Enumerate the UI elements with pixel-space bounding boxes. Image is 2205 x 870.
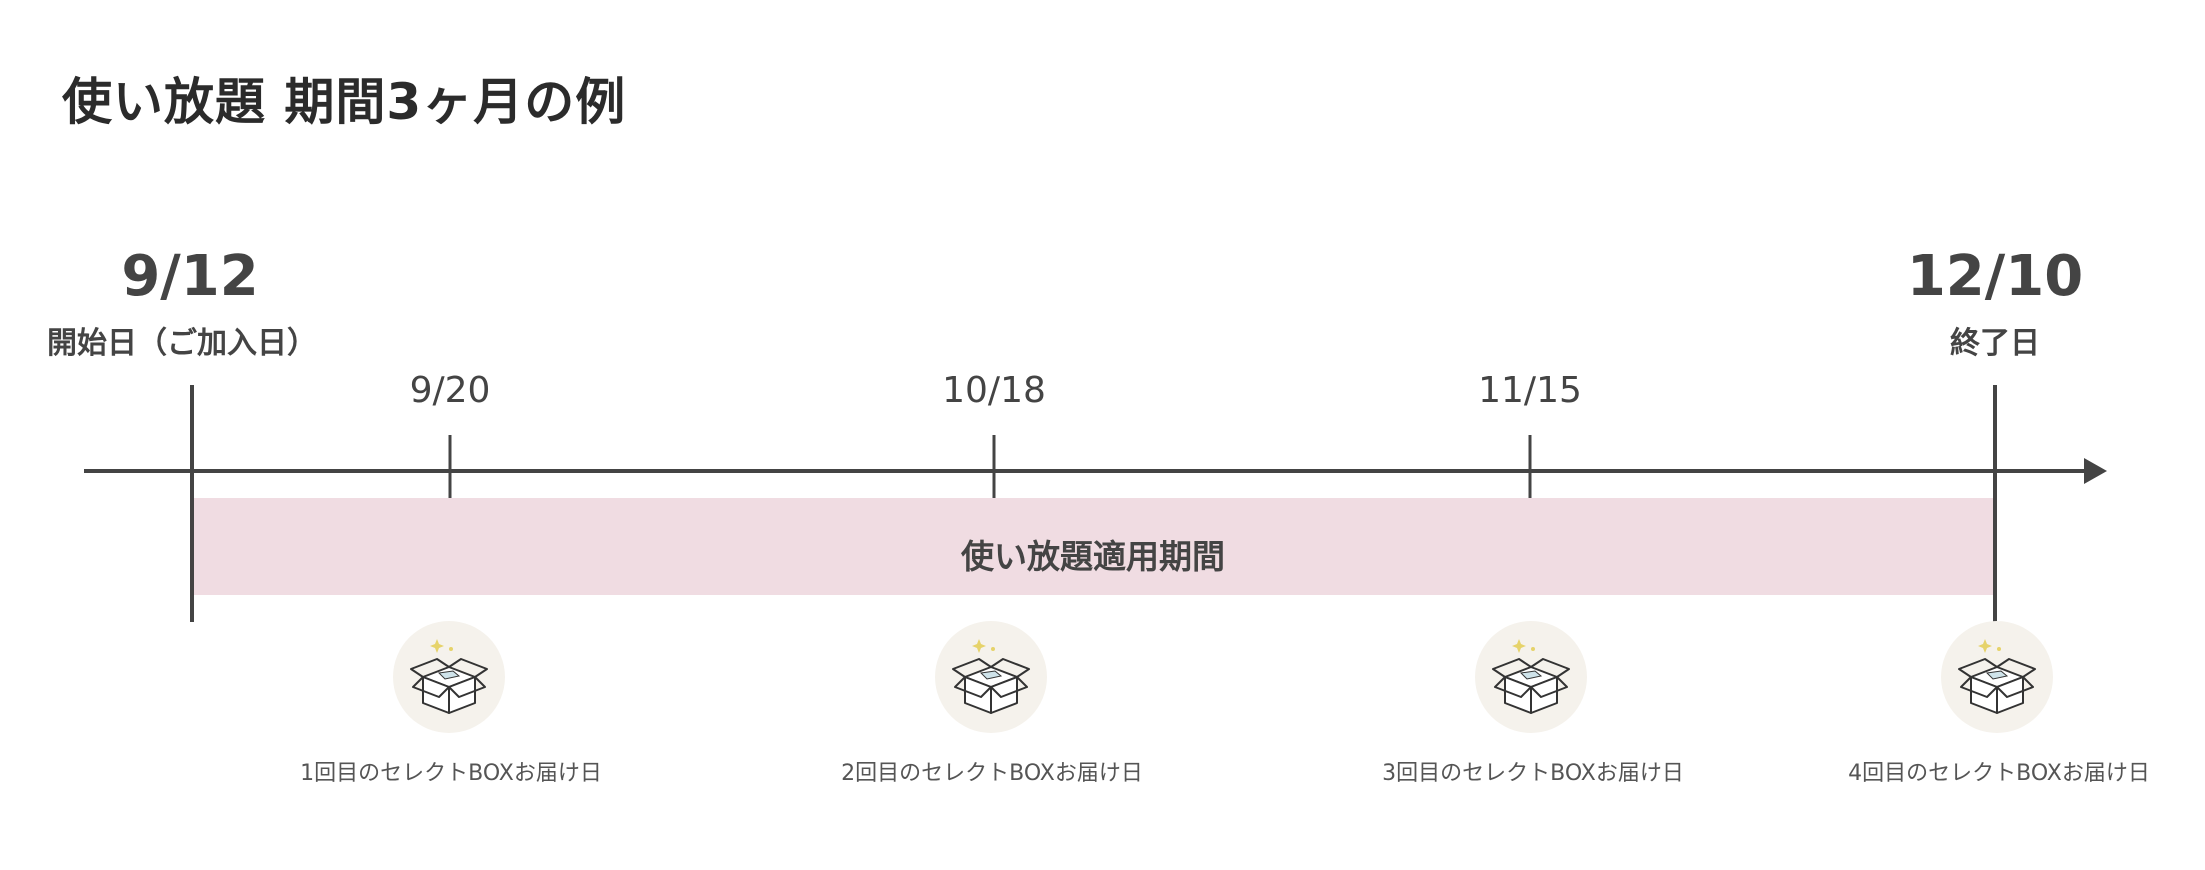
milestone-date-3: 11/15: [1478, 370, 1582, 411]
page-title: 使い放題 期間3ヶ月の例: [62, 73, 627, 131]
delivery-label-1: 1回目のセレクトBOXお届け日: [300, 761, 602, 786]
delivery-label-2: 2回目のセレクトBOXお届け日: [841, 761, 1143, 786]
axis-arrow-icon: [2084, 458, 2107, 484]
period-band: [192, 498, 1994, 595]
period-label: 使い放題適用期間: [961, 537, 1225, 576]
box-icon: [1941, 621, 2053, 733]
end-label: 終了日: [1950, 326, 2040, 361]
milestone-date-2: 10/18: [942, 370, 1046, 411]
end-date: 12/10: [1906, 244, 2084, 309]
box-icon: [393, 621, 505, 733]
box-icon: [935, 621, 1047, 733]
milestone-date-1: 9/20: [409, 370, 491, 411]
delivery-label-3: 3回目のセレクトBOXお届け日: [1382, 761, 1684, 786]
start-date: 9/12: [121, 244, 259, 309]
box-icon: [1475, 621, 1587, 733]
start-label: 開始日（ご加入日）: [47, 326, 317, 361]
delivery-label-4: 4回目のセレクトBOXお届け日: [1848, 761, 2150, 786]
